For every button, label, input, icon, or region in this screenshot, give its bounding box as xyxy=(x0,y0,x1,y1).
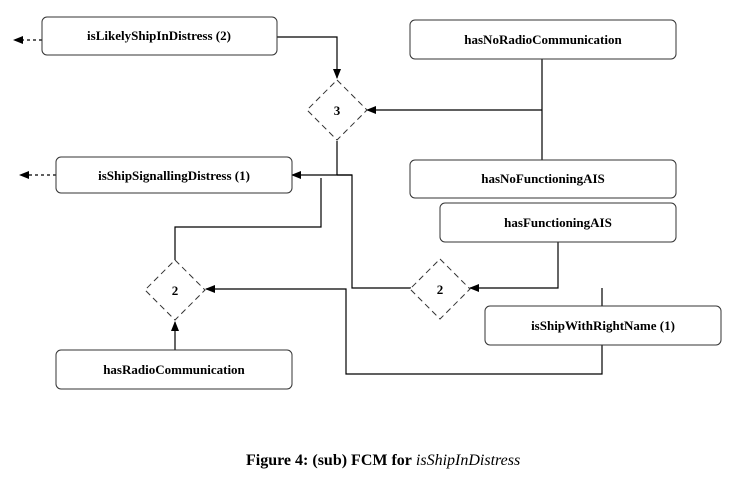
node-has-functioning-ais: hasFunctioningAIS xyxy=(439,202,677,243)
gate-left-label: 2 xyxy=(172,283,179,298)
node-has-no-radio-communication: hasNoRadioCommunication xyxy=(409,19,677,60)
caption-prefix: Figure 4: (sub) FCM for xyxy=(246,452,412,469)
edge-likely-to-gate3 xyxy=(277,36,341,79)
node-is-ship-with-right-name: isShipWithRightName (1) xyxy=(484,305,722,346)
gate-top-label: 3 xyxy=(334,103,341,118)
node-has-radio-communication: hasRadioCommunication xyxy=(55,349,293,390)
edge-ais-to-gate-right xyxy=(469,242,559,292)
gate-right-label: 2 xyxy=(437,282,444,297)
node-is-ship-with-right-name-label: isShipWithRightName (1) xyxy=(531,318,675,333)
caption-name: isShipInDistress xyxy=(415,452,521,469)
figure-caption: Figure 4: (sub) FCM for isShipInDistress xyxy=(246,452,520,470)
edge-junction-to-gate-right xyxy=(337,174,411,289)
edge-gate-left-up xyxy=(174,178,322,260)
node-has-no-functioning-ais: hasNoFunctioningAIS xyxy=(409,159,677,199)
node-has-no-functioning-ais-label: hasNoFunctioningAIS xyxy=(481,171,605,186)
node-is-likely-ship-in-distress: isLikelyShipInDistress (2) xyxy=(41,16,278,56)
gate-right: 2 xyxy=(409,258,471,320)
node-has-no-radio-communication-label: hasNoRadioCommunication xyxy=(464,32,622,47)
node-is-ship-signalling-distress: isShipSignallingDistress (1) xyxy=(55,156,293,194)
node-is-ship-signalling-distress-label: isShipSignallingDistress (1) xyxy=(98,168,250,183)
node-is-likely-ship-in-distress-label: isLikelyShipInDistress (2) xyxy=(87,28,231,43)
node-has-functioning-ais-label: hasFunctioningAIS xyxy=(504,215,612,230)
gate-left: 2 xyxy=(144,259,206,321)
node-has-radio-communication-label: hasRadioCommunication xyxy=(103,362,245,377)
gate-top: 3 xyxy=(306,79,368,141)
